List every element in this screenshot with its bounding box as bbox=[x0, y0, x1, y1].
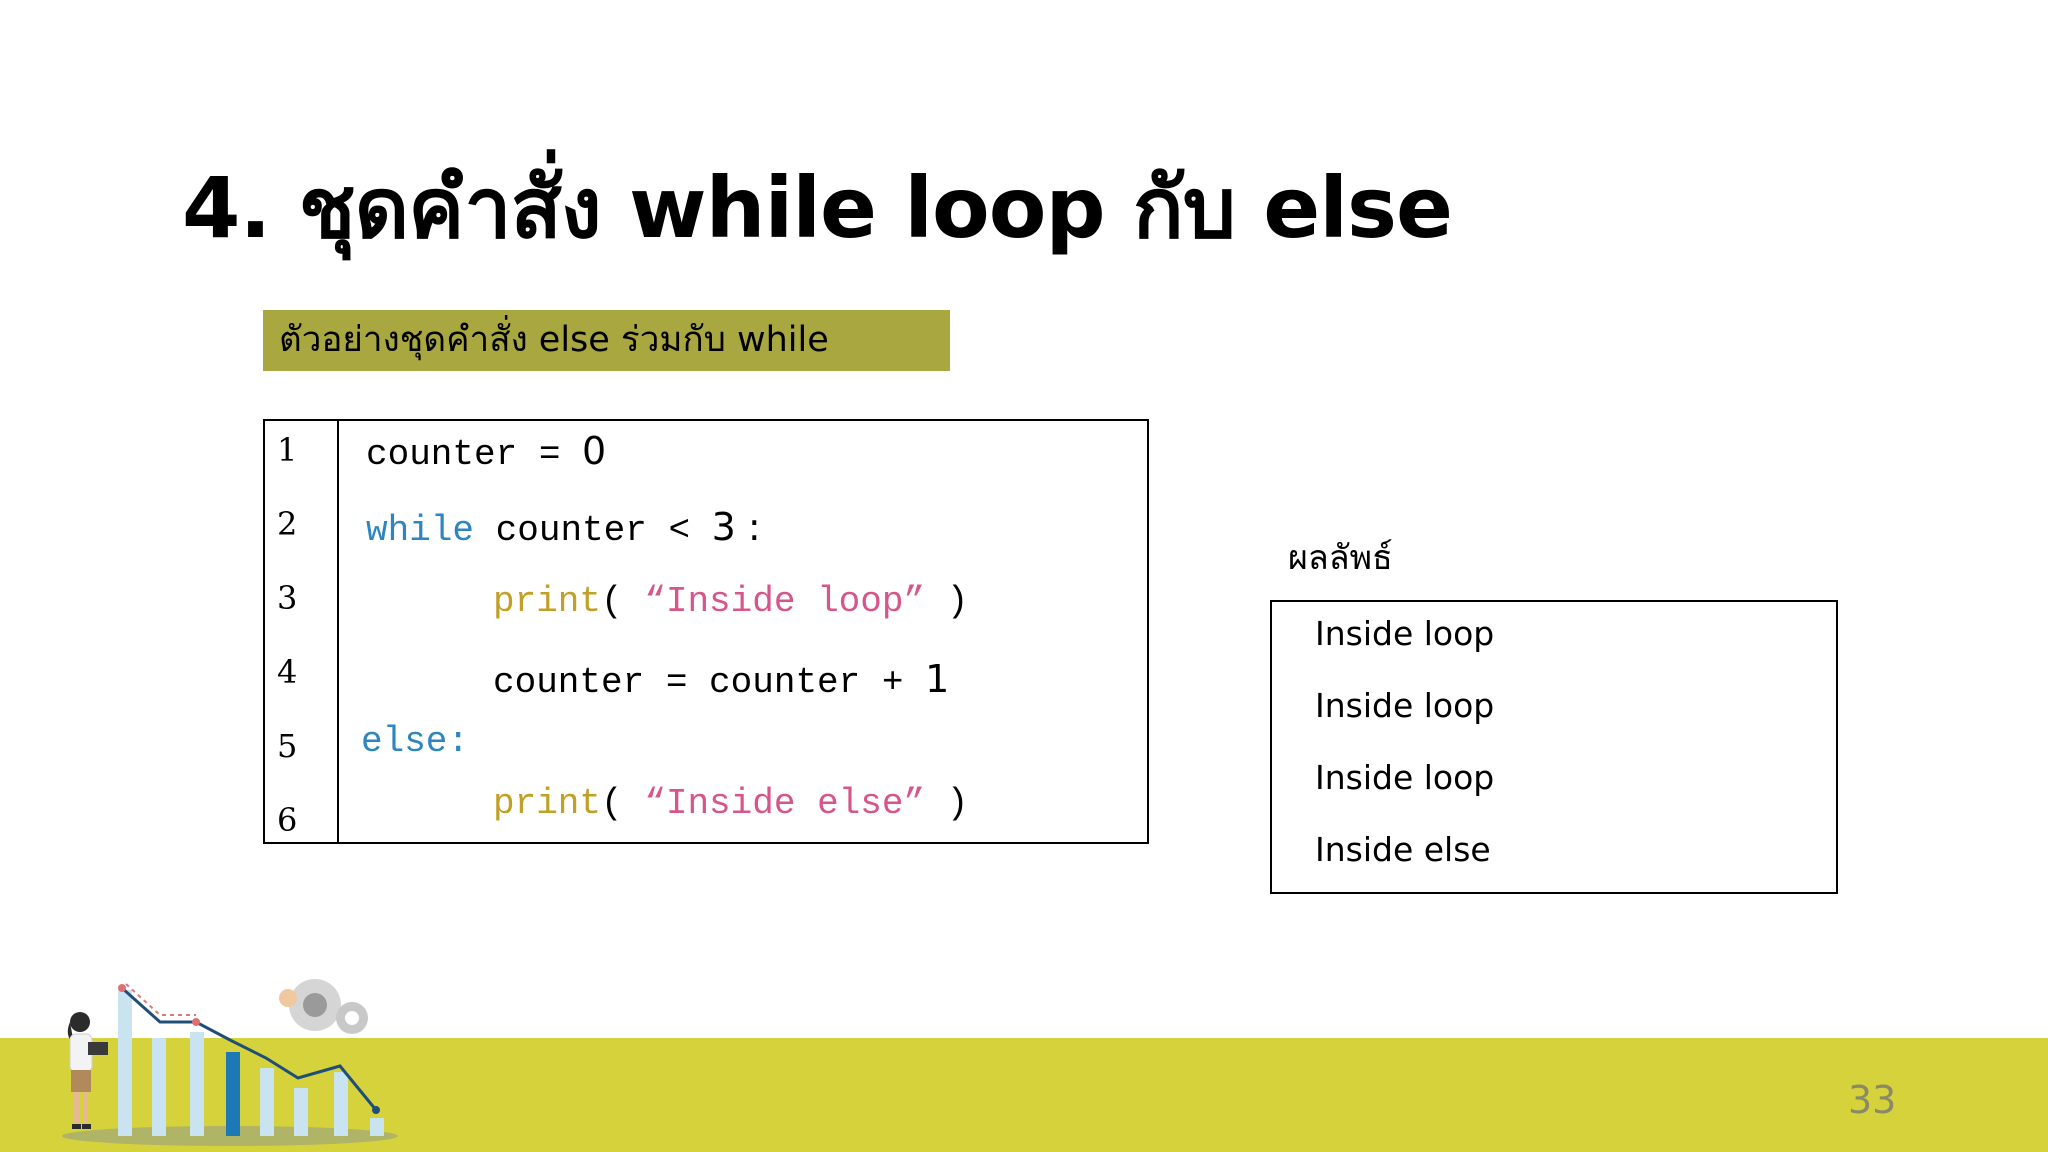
line-number: 1 bbox=[277, 431, 298, 469]
chart-bar bbox=[294, 1088, 308, 1136]
code-function: print bbox=[493, 783, 602, 824]
code-string: “Inside else” bbox=[644, 783, 926, 824]
code-line-2: while counter < 3 : bbox=[366, 505, 761, 551]
page-number: 33 bbox=[1848, 1078, 1897, 1122]
chart-bar bbox=[152, 1038, 166, 1136]
code-string: “Inside loop” bbox=[644, 581, 926, 622]
line-number: 2 bbox=[277, 505, 298, 543]
code-function: print bbox=[493, 581, 602, 622]
code-text: counter = counter + bbox=[493, 662, 926, 703]
chart-bar bbox=[370, 1118, 384, 1136]
code-line-3: print( “Inside loop” ) bbox=[493, 581, 968, 622]
example-label: ตัวอย่างชุดคำสั่ง else ร่วมกับ while bbox=[263, 310, 950, 371]
output-line: Inside loop bbox=[1315, 758, 1495, 797]
code-block: 1 2 3 4 5 6 counter = 0 while counter < … bbox=[263, 419, 1149, 844]
line-number: 5 bbox=[277, 727, 298, 765]
output-line: Inside loop bbox=[1315, 686, 1495, 725]
chart-bar bbox=[190, 1032, 204, 1136]
chart-bar bbox=[260, 1068, 274, 1136]
chart-bar bbox=[118, 990, 132, 1136]
data-point bbox=[372, 1106, 380, 1114]
output-line: Inside else bbox=[1315, 830, 1491, 869]
line-number: 3 bbox=[277, 579, 298, 617]
trend-line bbox=[120, 986, 378, 1111]
code-line-6: print( “Inside else” ) bbox=[493, 783, 968, 824]
slide-title: 4. ชุดคำสั่ง while loop กับ else bbox=[182, 159, 1453, 257]
code-line-1: counter = 0 bbox=[366, 429, 606, 475]
result-heading: ผลลัพธ์ bbox=[1288, 538, 1393, 578]
code-number: 0 bbox=[582, 429, 607, 473]
chart-bar bbox=[226, 1052, 240, 1136]
code-number: 3 : bbox=[711, 505, 761, 549]
line-number: 4 bbox=[277, 653, 298, 691]
code-text: counter = bbox=[366, 434, 583, 475]
code-line-4: counter = counter + 1 bbox=[493, 657, 949, 703]
output-line: Inside loop bbox=[1315, 614, 1495, 653]
businesswoman-laptop-illustration bbox=[67, 1012, 108, 1129]
data-point bbox=[192, 1018, 200, 1026]
code-number: 1 bbox=[925, 657, 950, 701]
code-text: ) bbox=[925, 783, 969, 824]
decorative-illustration bbox=[62, 979, 398, 1146]
line-number: 6 bbox=[277, 801, 298, 839]
code-line-5: else: bbox=[361, 721, 469, 762]
data-point bbox=[118, 984, 126, 992]
code-keyword: else: bbox=[361, 721, 470, 762]
code-text: ( bbox=[601, 783, 645, 824]
code-text: ) bbox=[925, 581, 969, 622]
chart-bar bbox=[334, 1072, 348, 1136]
line-number-divider bbox=[337, 421, 339, 842]
code-text: ( bbox=[601, 581, 645, 622]
gear-head-icon bbox=[279, 979, 368, 1034]
output-box: Inside loop Inside loop Inside loop Insi… bbox=[1270, 600, 1838, 894]
code-text: counter < bbox=[474, 510, 712, 551]
code-keyword: while bbox=[366, 510, 475, 551]
